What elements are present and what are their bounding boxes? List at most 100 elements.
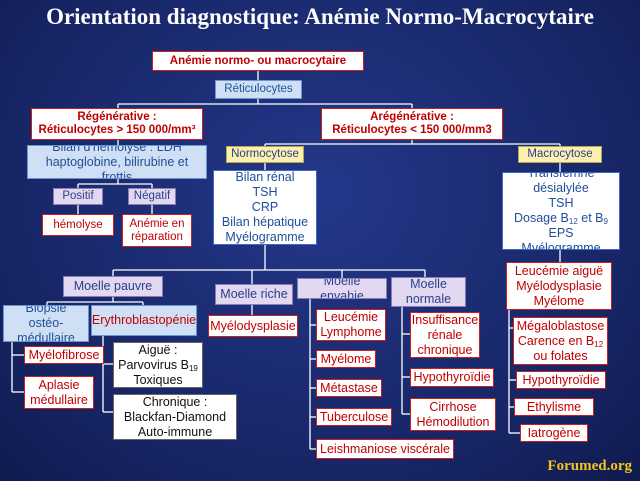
normo-bilan-myelogramme: Myélogramme (225, 230, 305, 244)
negatif-label: Négatif (133, 190, 171, 202)
leucemie-line2: Lymphome (320, 325, 382, 339)
leishmaniose-label: Leishmaniose viscérale (320, 441, 450, 456)
moelle-pauvre-box: Moelle pauvre (63, 276, 163, 297)
macro-carence-pre: Carence en B (517, 333, 595, 348)
macro-bilan-dosage-pre: Dosage B (514, 211, 569, 225)
hemolyse-box: hémolyse (42, 214, 114, 236)
aregenerative-line2: Réticulocytes < 150 000/mm3 (332, 124, 492, 136)
myelome-box: Myélome (316, 350, 376, 368)
insuffisance-line3: chronique (417, 342, 473, 357)
chronique-box: Chronique : Blackfan-Diamond Auto-immune (113, 394, 237, 440)
chronique-line1: Chronique : (142, 394, 208, 409)
anemie-reparation-line1: Anémie en (129, 217, 185, 230)
aregenerative-box: Arégénérative : Réticulocytes < 150 000/… (321, 108, 503, 140)
anemie-reparation-box: Anémie en réparation (122, 214, 192, 247)
macro-bilan-dosage: Dosage B12 et B9 (514, 211, 608, 226)
macro-bilan-eps: EPS (548, 226, 574, 240)
aigue-line3: Toxiques (133, 372, 183, 387)
moelle-riche-label: Moelle riche (220, 287, 288, 301)
macro-leucemie-aigue: Leucémie aiguë (514, 263, 604, 278)
tuberculose-label: Tuberculose (319, 409, 389, 424)
biopsie-line2: médullaire (17, 331, 75, 342)
macro-bilan-dosage-sub1: 12 (568, 217, 578, 226)
aregenerative-line1: Arégénérative : (370, 111, 454, 123)
macrocytose-label: Macrocytose (527, 148, 593, 160)
diagram-title: Orientation diagnostique: Anémie Normo-M… (46, 4, 594, 29)
metastase-label: Métastase (320, 380, 378, 395)
macro-causes-leucemie-box: Leucémie aiguë Myélodysplasie Myélome (506, 262, 612, 310)
macro-myelome: Myélome (533, 293, 585, 308)
erythroblastopenie-box: Erythroblastopénie (91, 305, 197, 336)
macro-megaloblastose: Mégaloblastose (516, 318, 605, 333)
normocytose-box: Normocytose (226, 146, 304, 163)
leucemie-line1: Leucémie (323, 310, 379, 324)
moelle-pauvre-label: Moelle pauvre (73, 279, 153, 293)
normocytose-bilan-box: Bilan rénal TSH CRP Bilan hépatique Myél… (213, 170, 317, 245)
moelle-normale-line1: Moelle (410, 277, 447, 291)
macro-bilan-myelogramme: Myélogramme (521, 241, 601, 250)
reticulocytes-box: Réticulocytes (215, 80, 302, 99)
normo-bilan-crp: CRP (251, 200, 279, 214)
moelle-normale-box: Moelle normale (391, 277, 466, 307)
normo-bilan-tsh: TSH (252, 185, 278, 199)
cirrhose-line2: Hémodilution (416, 414, 490, 429)
chronique-line2: Blackfan-Diamond (123, 409, 227, 424)
macro-bilan-dosage-mid: et B (577, 211, 604, 225)
aplasie-line1: Aplasie (38, 377, 80, 392)
macro-bilan-tsh: TSH (548, 196, 574, 210)
insuffisance-line1: Insuffisance (411, 312, 479, 327)
macro-hypothyroidie-box: Hypothyroïdie (516, 371, 606, 389)
macro-bilan-transferrine: Transferrine désialylée (527, 172, 595, 195)
aplasie-box: Aplasie médullaire (24, 376, 94, 409)
macro-myelodysplasie: Myélodysplasie (516, 278, 602, 293)
metastase-box: Métastase (316, 379, 382, 397)
iatrogene-label: Iatrogène (527, 425, 581, 440)
myelofibrose-label: Myélofibrose (28, 347, 100, 362)
regenerative-line1: Régénérative : (77, 111, 157, 123)
myelome-label: Myélome (320, 351, 372, 366)
macro-carence: Carence en B12 (518, 334, 603, 349)
cirrhose-line1: Cirrhose (429, 399, 477, 414)
footer-watermark: Forumed.org (547, 458, 632, 474)
iatrogene-box: Iatrogène (520, 424, 588, 442)
myelodysplasie-box: Myélodysplasie (208, 315, 298, 337)
root-anemie-box: Anémie normo- ou macrocytaire (152, 51, 364, 71)
moelle-envahie-label: Moelle envahie (320, 278, 364, 299)
aigue-line2-sub: 19 (188, 363, 198, 373)
regenerative-line2: Réticulocytes > 150 000/mm³ (38, 124, 196, 136)
myelodysplasie-label: Myélodysplasie (210, 318, 296, 333)
myelofibrose-box: Myélofibrose (24, 346, 104, 364)
macro-folates: ou folates (533, 348, 588, 363)
normo-bilan-renal: Bilan rénal (235, 170, 295, 184)
erythroblastopenie-label: Erythroblastopénie (91, 313, 197, 327)
hypothyroidie-label: Hypothyroïdie (413, 370, 491, 384)
biopsie-line1: Biopsie ostéo- (25, 305, 67, 330)
positif-label: Positif (62, 190, 94, 202)
macro-bilan-dosage-sub2: 9 (603, 217, 608, 226)
aigue-box: Aiguë : Parvovirus B19 Toxiques (113, 342, 203, 388)
anemie-reparation-line2: réparation (131, 230, 183, 243)
moelle-riche-box: Moelle riche (215, 284, 293, 305)
reticulocytes-label: Réticulocytes (224, 83, 293, 95)
macro-megaloblastose-box: Mégaloblastose Carence en B12 ou folates (513, 317, 608, 365)
aigue-line2: Parvovirus B19 (118, 358, 198, 373)
normo-bilan-hepatique: Bilan hépatique (221, 215, 309, 229)
bilan-hemolyse-line2: haptoglobine, bilirubine et frottis (45, 154, 189, 179)
root-anemie-label: Anémie normo- ou macrocytaire (169, 54, 347, 67)
regenerative-box: Régénérative : Réticulocytes > 150 000/m… (31, 108, 203, 140)
positif-box: Positif (53, 188, 103, 205)
ethylisme-label: Ethylisme (526, 399, 582, 414)
aigue-line1: Aiguë : (138, 342, 178, 357)
ethylisme-box: Ethylisme (514, 398, 594, 416)
leucemie-box: Leucémie Lymphome (316, 309, 386, 341)
hypothyroidie-box: Hypothyroïdie (410, 368, 494, 387)
tuberculose-box: Tuberculose (316, 408, 392, 426)
negatif-box: Négatif (128, 188, 176, 205)
hemolyse-label: hémolyse (53, 218, 103, 231)
biopsie-box: Biopsie ostéo- médullaire (3, 305, 89, 342)
cirrhose-box: Cirrhose Hémodilution (410, 398, 496, 431)
macrocytose-box: Macrocytose (518, 146, 602, 163)
normocytose-label: Normocytose (231, 148, 299, 160)
macro-hypothyroidie-label: Hypothyroïdie (522, 372, 600, 387)
